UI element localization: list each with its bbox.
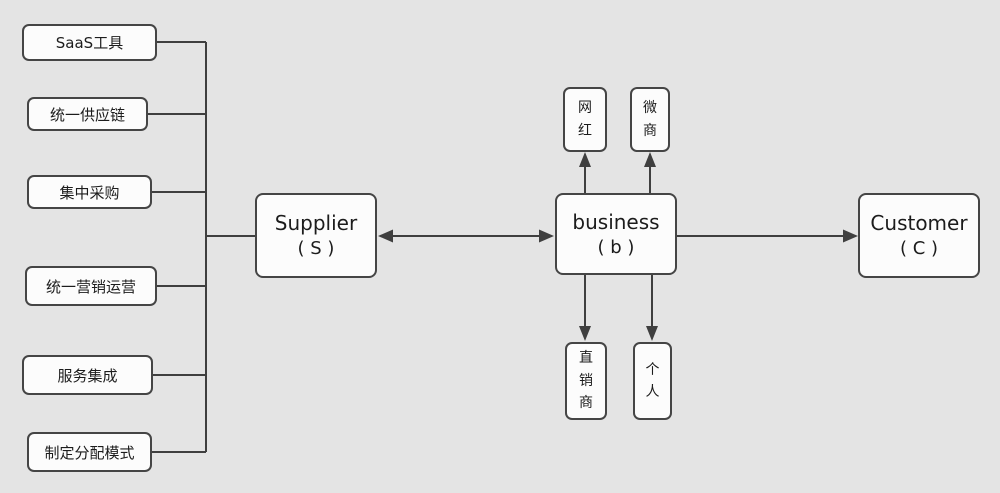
- node-saas-tools: SaaS工具: [22, 24, 157, 61]
- node-unified-marketing-operations: 统一营销运营: [25, 266, 157, 306]
- node-business: business ( b ): [555, 193, 677, 275]
- arrowhead-to-direct-seller: [579, 326, 591, 341]
- business-subtitle: ( b ): [597, 236, 635, 258]
- business-title: business: [572, 209, 660, 234]
- node-unified-supply-chain: 统一供应链: [27, 97, 148, 131]
- customer-subtitle: ( C ): [899, 238, 939, 260]
- supplier-subtitle: ( S ): [297, 238, 335, 260]
- arrowhead-to-wechat-merchant: [644, 152, 656, 167]
- node-individual: 个 人: [633, 342, 672, 420]
- arrowhead-to-business: [539, 229, 554, 243]
- customer-title: Customer: [870, 211, 968, 236]
- node-direct-seller: 直 销 商: [565, 342, 607, 420]
- supplier-title: Supplier: [274, 211, 358, 236]
- node-supplier: Supplier ( S ): [255, 193, 377, 278]
- node-customer: Customer ( C ): [858, 193, 980, 278]
- arrowhead-to-influencer: [579, 152, 591, 167]
- node-distribution-model: 制定分配模式: [27, 432, 152, 472]
- node-influencer: 网 红: [563, 87, 607, 152]
- node-wechat-merchant: 微 商: [630, 87, 670, 152]
- node-service-integration: 服务集成: [22, 355, 153, 395]
- arrowhead-to-supplier: [378, 229, 393, 243]
- arrowhead-to-individual: [646, 326, 658, 341]
- node-centralized-procurement: 集中采购: [27, 175, 152, 209]
- arrowhead-to-customer: [843, 229, 858, 243]
